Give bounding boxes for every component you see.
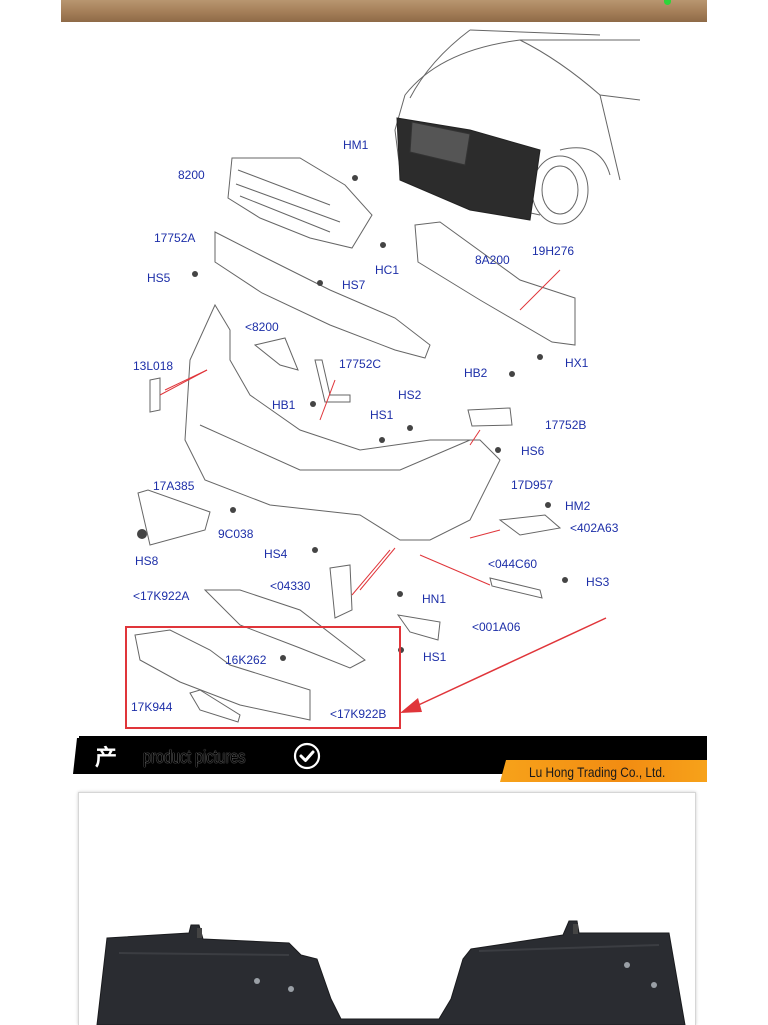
label-8200: 8200 (178, 168, 205, 182)
label-044c60: <044C60 (488, 557, 537, 571)
label-hs3: HS3 (586, 575, 610, 589)
banner-title: product pictures (143, 747, 246, 767)
skid-plate-part (134, 629, 311, 721)
label-001a06: <001A06 (472, 620, 521, 634)
label-17a385: 17A385 (153, 479, 195, 493)
label-hs1a: HS1 (370, 408, 394, 422)
label-17752a: 17752A (154, 231, 195, 245)
bracket-402a63-part (498, 514, 562, 536)
bracket-part (253, 337, 299, 371)
label-8200b: <8200 (245, 320, 279, 334)
lower-panel-part (203, 589, 366, 669)
license-plate-part (137, 489, 211, 546)
product-photo (96, 920, 686, 1025)
blank-13l018-part (149, 377, 161, 413)
label-hs1b: HS1 (423, 650, 447, 664)
label-hc1: HC1 (375, 263, 399, 277)
reinforcement-part (414, 221, 576, 346)
label-hm1: HM1 (343, 138, 369, 152)
label-hs5: HS5 (147, 271, 171, 285)
side-grille-part (329, 564, 353, 619)
label-hb1: HB1 (272, 398, 296, 412)
label-hs4: HS4 (264, 547, 288, 561)
label-8a200: 8A200 (475, 253, 510, 267)
label-hb2: HB2 (464, 366, 488, 380)
label-19h276: 19H276 (532, 244, 574, 258)
reflector-part (489, 577, 543, 599)
highlight-box (125, 626, 401, 729)
section-banner: 产 product pictures Lu Hong Trading Co., … (69, 736, 707, 782)
label-hn1: HN1 (422, 592, 446, 606)
label-17k944: 17K944 (131, 700, 173, 714)
banner-chinese-char: 产 (95, 746, 118, 771)
label-17752c: 17752C (339, 357, 381, 371)
label-hs6: HS6 (521, 444, 545, 458)
vehicle-grille-shape (409, 121, 471, 166)
label-hx1: HX1 (565, 356, 589, 370)
skid-plate-photo-shape (96, 920, 686, 1025)
product-photo-frame (78, 792, 696, 1025)
label-13l018: 13L018 (133, 359, 173, 373)
banner-top-line (79, 736, 707, 738)
bracket-17752b-part (467, 407, 513, 427)
check-circle-icon (293, 742, 321, 770)
label-hs2: HS2 (398, 388, 422, 402)
bracket-17752c-part (314, 359, 351, 403)
wood-header-strip (61, 0, 707, 22)
label-hs7: HS7 (342, 278, 366, 292)
label-16k262: 16K262 (225, 653, 267, 667)
label-17k922a: <17K922A (133, 589, 189, 603)
parts-diagram: HM1 8200 17752A HS5 HC1 HS7 8A200 19H276… (125, 29, 641, 729)
company-tag (500, 760, 707, 782)
label-9c038: 9C038 (218, 527, 254, 541)
highlight-arrow-head (400, 698, 422, 713)
label-hs8: HS8 (135, 554, 159, 568)
label-17752b: 17752B (545, 418, 586, 432)
cover-17k944-part (189, 689, 241, 723)
bumper-cover-part (184, 303, 501, 541)
status-dot (664, 0, 671, 5)
grille-part (227, 157, 373, 249)
company-name: Lu Hong Trading Co., Ltd. (529, 764, 666, 780)
highlight-arrow-line (411, 617, 607, 709)
label-402a63: <402A63 (570, 521, 619, 535)
trim-part (396, 614, 441, 641)
label-17k922b: <17K922B (330, 707, 386, 721)
beam-part (214, 231, 431, 359)
label-04330: <04330 (270, 579, 311, 593)
label-hm2: HM2 (565, 499, 591, 513)
label-17d957: 17D957 (511, 478, 553, 492)
